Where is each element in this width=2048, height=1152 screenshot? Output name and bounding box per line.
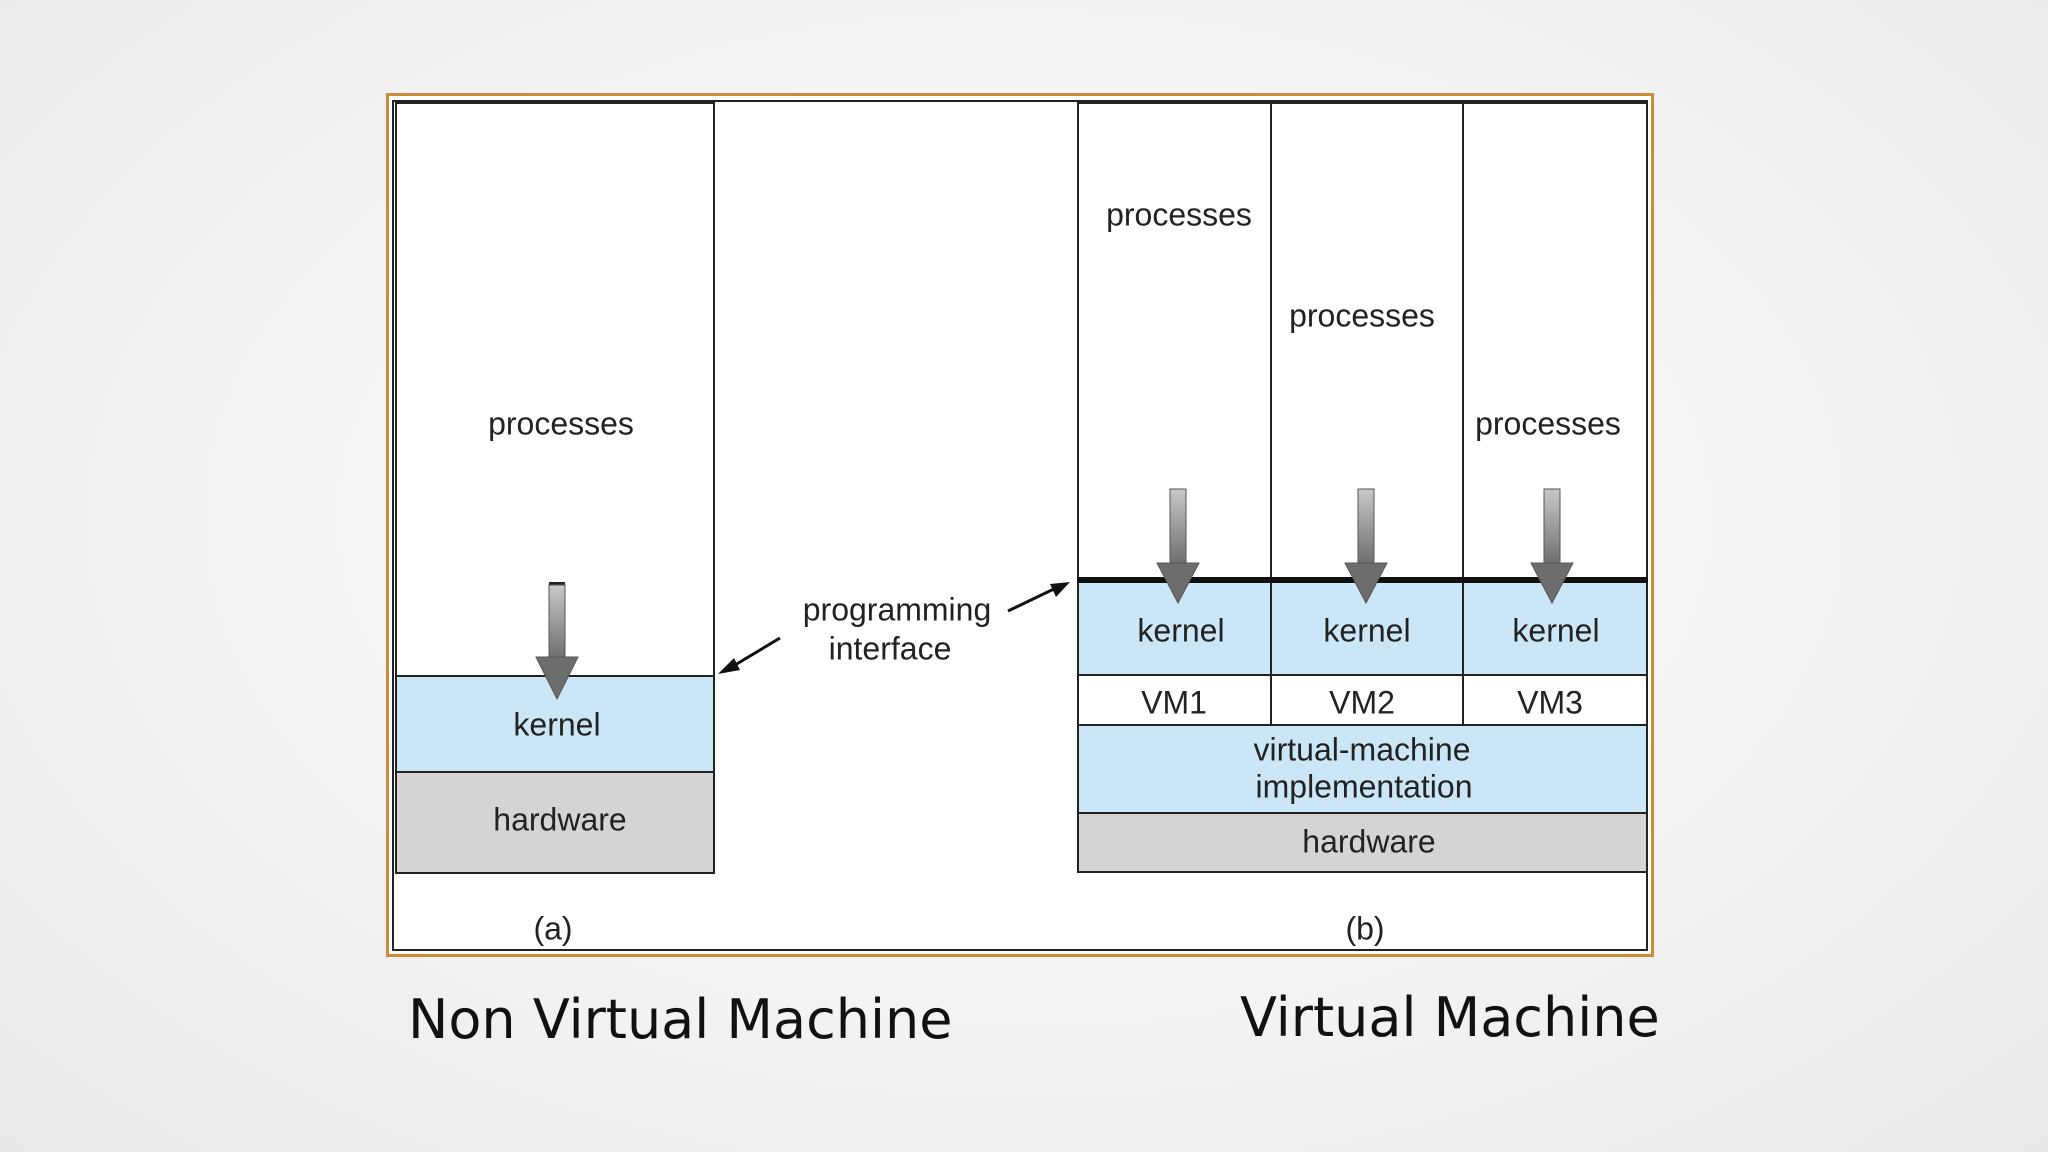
vm2-down-arrow-icon (1344, 488, 1388, 605)
vm2-box (1270, 674, 1464, 726)
vm1-down-arrow-icon (1156, 488, 1200, 605)
vm2-kernel-label: kernel (1323, 612, 1411, 649)
caption-virtual-machine: Virtual Machine (1240, 986, 1660, 1049)
left-sublabel: (a) (533, 910, 573, 947)
left-processes-label: processes (488, 405, 634, 442)
vm1-label: VM1 (1141, 684, 1207, 721)
vm2-processes-label: processes (1289, 297, 1435, 334)
right-hardware-label: hardware (1302, 823, 1436, 860)
interface-arrow-right-icon (1007, 582, 1070, 613)
vm3-kernel-label: kernel (1512, 612, 1600, 649)
vm2-label: VM2 (1329, 684, 1395, 721)
vm-implementation-label-1: virtual-machine (1253, 731, 1471, 768)
vm3-label: VM3 (1517, 684, 1583, 721)
interface-label: interface (828, 630, 952, 667)
left-kernel-label: kernel (513, 706, 601, 743)
left-hardware-box (395, 771, 715, 874)
caption-non-virtual-machine: Non Virtual Machine (408, 988, 953, 1051)
vm1-processes-label: processes (1106, 196, 1252, 233)
vm-implementation-label-2: implementation (1255, 768, 1473, 805)
vm1-kernel-label: kernel (1137, 612, 1225, 649)
left-down-arrow-icon (535, 582, 579, 701)
vm1-box (1077, 674, 1272, 726)
right-hardware-box (1077, 812, 1648, 873)
left-hardware-label: hardware (493, 801, 627, 838)
programming-label: programming (802, 591, 992, 628)
vm-implementation-box (1077, 724, 1648, 814)
interface-arrow-left-icon (718, 636, 781, 674)
right-sublabel: (b) (1345, 910, 1385, 947)
vm3-down-arrow-icon (1530, 488, 1574, 605)
vm3-processes-label: processes (1475, 405, 1621, 442)
